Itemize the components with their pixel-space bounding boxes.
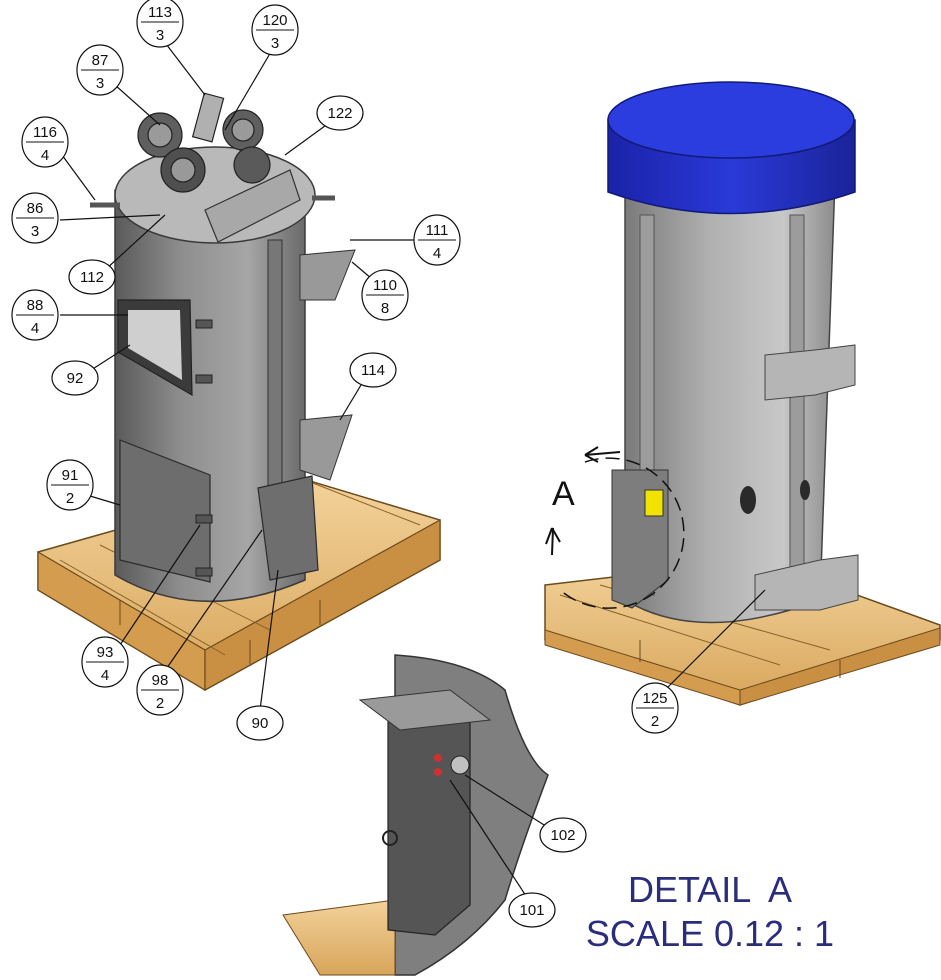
callout-number: 90	[252, 715, 269, 732]
detail-hook	[382, 830, 398, 846]
callout-number: 93	[97, 644, 114, 661]
port-hole	[740, 486, 756, 514]
callout-91: 912	[46, 459, 94, 511]
callout-quantity: 4	[31, 320, 39, 337]
right-assembly-view: A	[544, 81, 941, 706]
callout-number: 112	[80, 269, 104, 286]
upper-bracket	[299, 249, 356, 301]
callout-circle	[136, 0, 184, 48]
detail-a-name: DETAIL A	[627, 869, 793, 910]
callout-quantity: 3	[96, 75, 104, 92]
detail-a-view	[282, 654, 549, 976]
callout-quantity: 4	[101, 667, 109, 684]
callout-number: 111	[426, 222, 449, 239]
right-channel-right	[789, 214, 805, 586]
callout-86: 863	[11, 192, 59, 244]
detail-a-circle	[559, 457, 685, 609]
leader-lines	[59, 35, 766, 903]
detail-switch-102	[450, 755, 470, 775]
detail-a-scale: SCALE 0.12 : 1	[585, 913, 835, 954]
right-upper-bracket	[764, 344, 856, 401]
callout-number: 92	[67, 370, 84, 387]
top-control-box	[204, 169, 301, 243]
blue-protective-cover	[607, 81, 856, 215]
detail-mounting-panel	[387, 714, 471, 936]
callout-90: 90	[236, 705, 284, 741]
callout-92: 92	[51, 360, 99, 396]
callout-101: 101	[508, 892, 556, 928]
callout-quantity: 2	[156, 695, 164, 712]
callout-circle	[349, 352, 397, 388]
callout-98: 982	[136, 664, 184, 716]
callout-quantity: 4	[433, 245, 441, 262]
callout-number: 125	[642, 690, 667, 707]
callout-88: 884	[11, 289, 59, 341]
callout-number: 122	[327, 105, 352, 122]
callout-102: 102	[539, 817, 587, 853]
callout-circle	[51, 360, 99, 396]
callout-112: 112	[68, 259, 116, 295]
callout-number: 114	[361, 362, 385, 379]
right-lower-bracket	[754, 554, 859, 611]
detail-a-title: DETAIL A SCALE 0.12 : 1	[560, 868, 860, 956]
callout-circle	[539, 817, 587, 853]
detail-top-flange	[358, 689, 492, 731]
lower-access-door	[119, 439, 211, 583]
callout-87: 873	[76, 44, 124, 96]
callout-number: 102	[550, 827, 575, 844]
callout-number: 88	[27, 297, 44, 314]
detail-pallet-corner	[282, 899, 396, 976]
burner-motors	[137, 92, 271, 193]
callout-number: 87	[92, 52, 109, 69]
view-arrow-top	[584, 446, 621, 463]
detail-red-indicator	[434, 754, 442, 762]
callout-122: 122	[316, 95, 364, 131]
port-hole-small	[800, 480, 810, 500]
left-assembly-view	[37, 92, 441, 692]
callout-quantity: 8	[381, 300, 389, 317]
callout-number: 86	[27, 200, 44, 217]
view-label: A	[552, 475, 575, 513]
callout-circle	[236, 705, 284, 741]
callout-number: 98	[152, 672, 169, 689]
callout-number: 120	[262, 12, 287, 29]
callout-number: 91	[62, 467, 79, 484]
detail-red-indicator-2	[434, 768, 442, 776]
callout-number: 113	[148, 4, 172, 21]
junction-box	[257, 475, 319, 581]
callout-circle	[316, 95, 364, 131]
callout-number: 101	[519, 902, 544, 919]
callout-quantity: 2	[66, 490, 74, 507]
callout-circle	[508, 892, 556, 928]
front-window-glass	[128, 310, 182, 380]
lower-bracket	[299, 414, 353, 481]
warning-label	[644, 489, 664, 517]
callout-circle	[68, 259, 116, 295]
callout-93: 934	[81, 636, 129, 688]
callout-quantity: 2	[651, 713, 659, 730]
callout-quantity: 3	[31, 223, 39, 240]
callout-number: 110	[373, 277, 397, 294]
callout-quantity: 3	[156, 27, 164, 44]
callout-number: 116	[33, 124, 57, 141]
callout-quantity: 3	[271, 35, 279, 52]
door-hinges	[195, 319, 213, 577]
view-arrow-left	[545, 527, 561, 556]
callout-quantity: 4	[41, 147, 49, 164]
callout-114: 114	[349, 352, 397, 388]
